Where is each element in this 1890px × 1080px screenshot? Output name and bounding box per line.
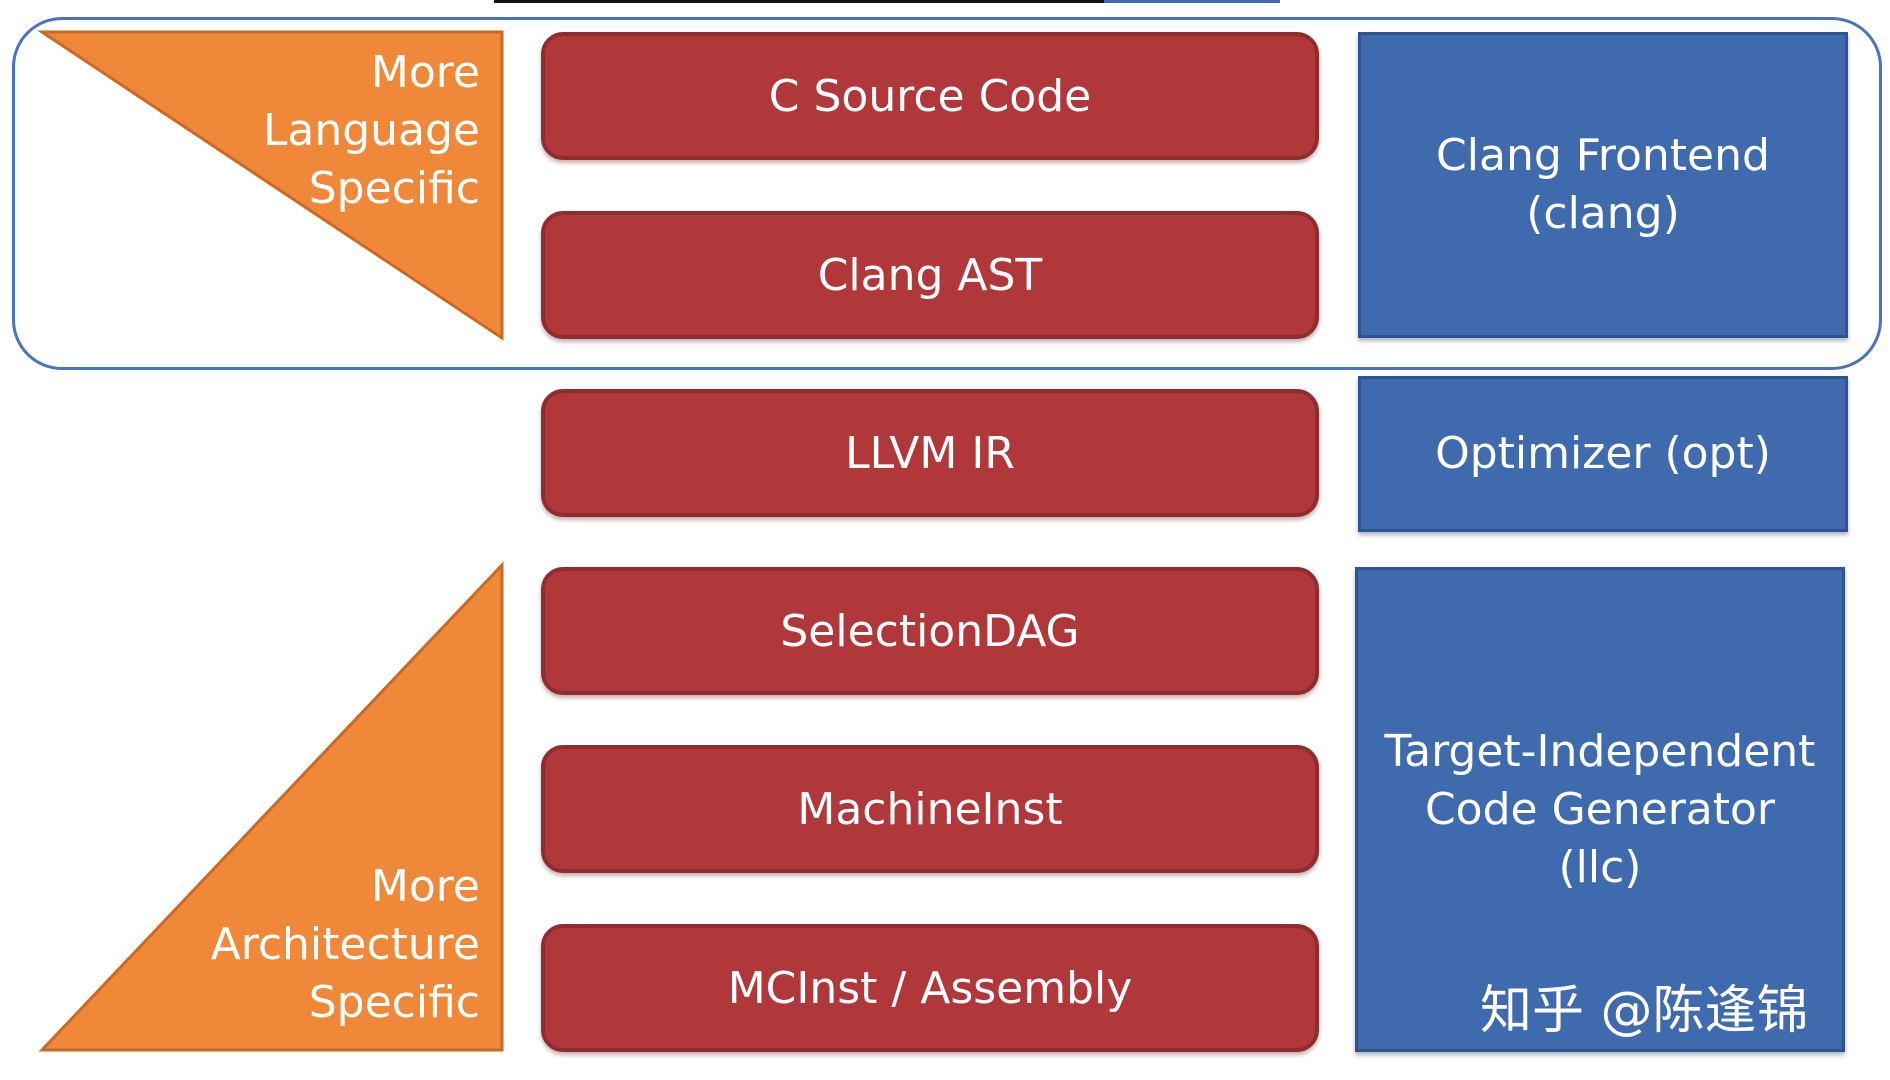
stage-c-source-code: C Source Code: [541, 32, 1319, 160]
tool-code-generator: Target-Independent Code Generator (llc): [1355, 567, 1845, 1052]
tool-clang-frontend: Clang Frontend (clang): [1358, 32, 1848, 338]
stage-selectiondag: SelectionDAG: [541, 567, 1319, 695]
stage-clang-ast: Clang AST: [541, 211, 1319, 339]
stage-mcinst-assembly: MCInst / Assembly: [541, 924, 1319, 1052]
stage-machineinst: MachineInst: [541, 745, 1319, 873]
architecture-specific-label: More Architecture Specific: [210, 861, 480, 1028]
watermark: 知乎 @陈逢锦: [1480, 981, 1809, 1041]
architecture-specific-triangle: [38, 561, 504, 1052]
stage-llvm-ir: LLVM IR: [541, 389, 1319, 517]
top-rule: [494, 0, 1280, 3]
frontend-group-outline: [12, 17, 1882, 370]
tool-optimizer: Optimizer (opt): [1358, 376, 1848, 532]
language-specific-triangle: [37, 30, 504, 341]
language-specific-label: More Language Specific: [262, 47, 480, 214]
top-rule-accent: [1104, 0, 1280, 3]
